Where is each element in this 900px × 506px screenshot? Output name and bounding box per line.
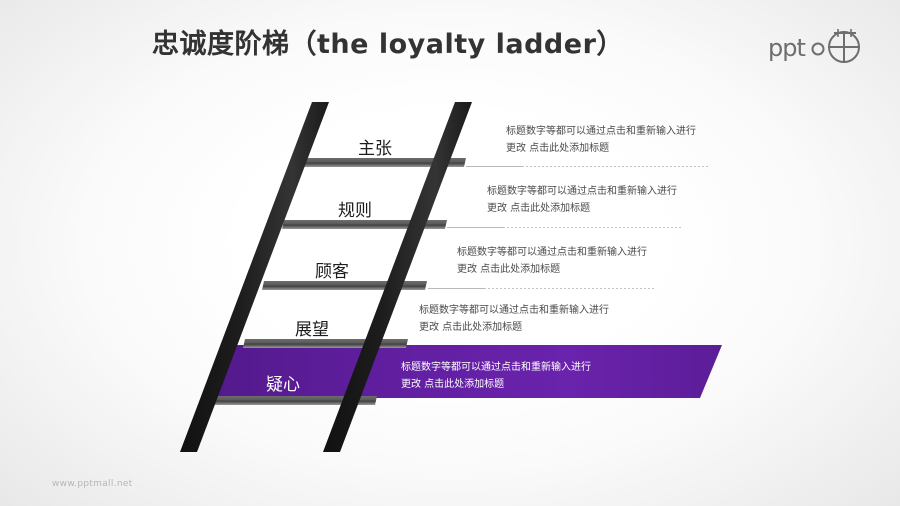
step-label-3: 顾客	[315, 262, 349, 282]
step-label-4: 展望	[295, 320, 329, 340]
step-desc-4-line1: 标题数字等都可以通过点击和重新输入进行	[419, 305, 609, 316]
divider-2	[447, 227, 682, 228]
step-label-1: 主张	[358, 139, 392, 159]
step-desc-2-line2: 更改 点击此处添加标题	[487, 203, 591, 214]
highlight-banner	[212, 345, 722, 398]
svg-text:ppt: ppt	[768, 34, 805, 62]
pptmall-logo: ppt	[768, 22, 878, 68]
step-label-2: 规则	[338, 201, 372, 221]
divider-1	[466, 166, 710, 167]
step-desc-4-line2: 更改 点击此处添加标题	[419, 322, 523, 333]
step-desc-3-line2: 更改 点击此处添加标题	[457, 264, 561, 275]
watermark: www.pptmall.net	[52, 479, 133, 489]
ladder-rails	[180, 102, 472, 452]
step-desc-1-line2: 更改 点击此处添加标题	[506, 143, 610, 154]
step-desc-5-line1: 标题数字等都可以通过点击和重新输入进行	[401, 362, 591, 373]
step-desc-5-line2: 更改 点击此处添加标题	[401, 379, 505, 390]
step-desc-2-line1: 标题数字等都可以通过点击和重新输入进行	[487, 186, 677, 197]
page-title: 忠诚度阶梯（the loyalty ladder）	[152, 29, 624, 60]
ladder-rail-left	[180, 102, 329, 452]
step-desc-1-line1: 标题数字等都可以通过点击和重新输入进行	[506, 126, 696, 137]
step-label-5: 疑心	[266, 375, 300, 395]
divider-3	[428, 288, 656, 289]
step-desc-3-line1: 标题数字等都可以通过点击和重新输入进行	[457, 247, 647, 258]
ladder-rail-right	[323, 102, 472, 452]
pptmall-crosshair-icon: ppt	[768, 29, 860, 63]
